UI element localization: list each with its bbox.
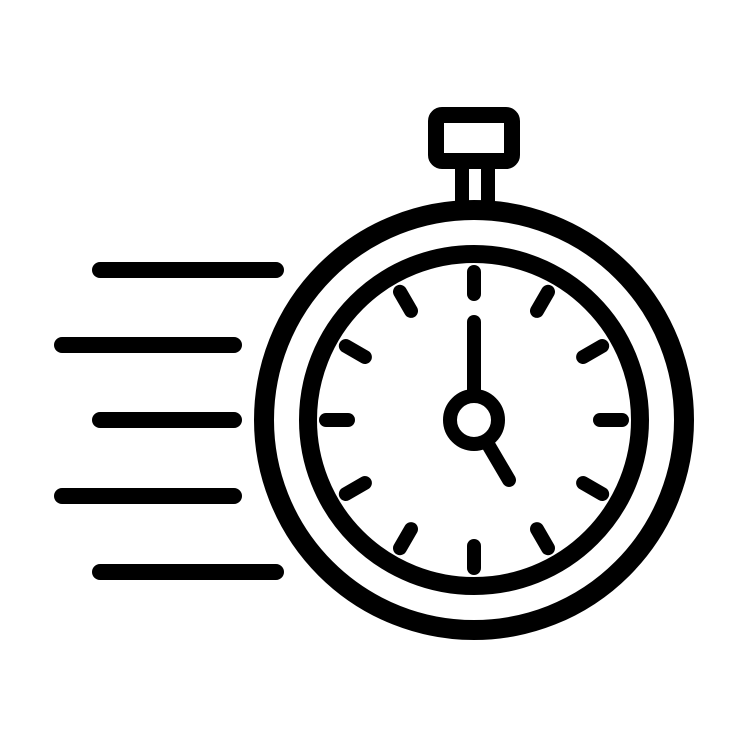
stopwatch-crown <box>428 107 520 169</box>
stopwatch-icon <box>254 107 694 640</box>
dial-tick <box>576 339 610 364</box>
dial-tick <box>530 284 555 318</box>
dial-tick <box>393 522 418 556</box>
hand-pivot <box>443 389 505 451</box>
dial-tick <box>530 522 555 556</box>
dial-tick <box>338 476 372 501</box>
stopwatch-dial <box>299 245 649 595</box>
hour-hand <box>482 439 516 487</box>
dial-tick <box>338 339 372 364</box>
dial-tick <box>576 476 610 501</box>
dial-ticks <box>319 265 629 575</box>
speed-lines-icon <box>54 262 284 580</box>
stopwatch-outer-ring <box>254 200 694 640</box>
dial-tick <box>393 284 418 318</box>
